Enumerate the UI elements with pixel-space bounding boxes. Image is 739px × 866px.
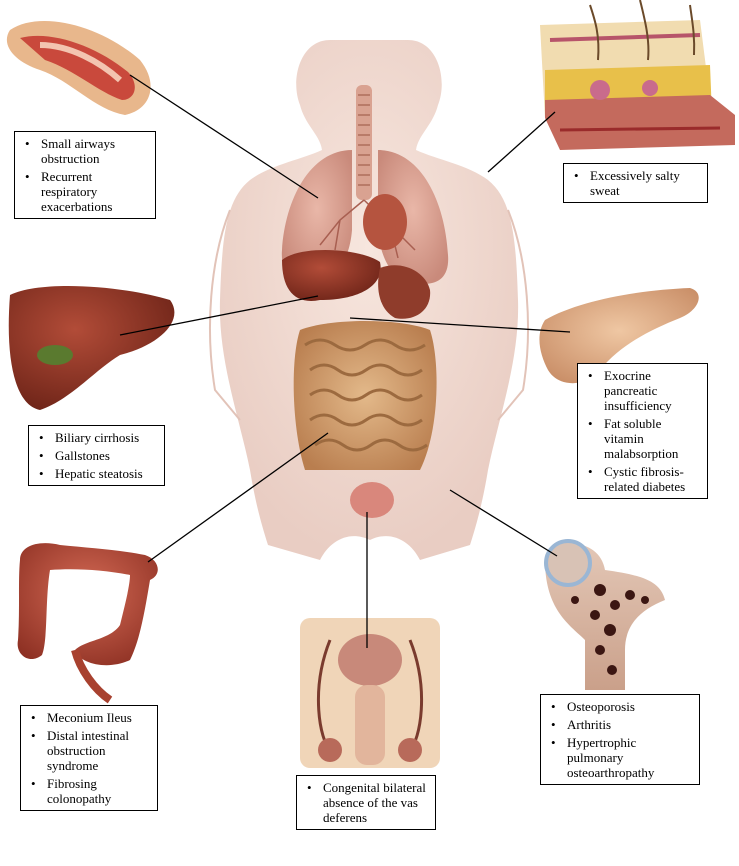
leader-line-bone: [449, 489, 558, 557]
heart: [363, 194, 407, 250]
skin-item: Excessively salty sweat: [570, 168, 701, 198]
intestine-box: Meconium Ileus Distal intestinal obstruc…: [20, 705, 158, 811]
bone-item: Osteoporosis: [547, 699, 693, 714]
leader-line-intestine: [147, 432, 329, 563]
skin-box: Excessively salty sweat: [563, 163, 708, 203]
pancreas-box: Exocrine pancreatic insufficiency Fat so…: [577, 363, 708, 499]
femur-illustration: [544, 539, 665, 690]
lungs: [281, 150, 449, 284]
intestine-item: Fibrosing colonopathy: [27, 776, 151, 806]
colon-illustration: [17, 543, 158, 704]
liver-organ: [282, 250, 381, 301]
body-silhouette: [209, 40, 529, 560]
intestine-item: Meconium Ileus: [27, 710, 151, 725]
leader-line-liver: [119, 295, 319, 336]
leader-line-pancreas: [349, 317, 571, 333]
lungs-box: Small airways obstruction Recurrent resp…: [14, 131, 156, 219]
pelvic-organ: [350, 482, 394, 518]
liver-illustration: [8, 285, 175, 410]
skin-illustration: [540, 0, 735, 150]
gallbladder: [37, 345, 73, 365]
bone-box: Osteoporosis Arthritis Hypertrophic pulm…: [540, 694, 700, 785]
intestines: [293, 321, 437, 470]
lungs-item: Recurrent respiratory exacerbations: [21, 169, 149, 214]
pancreas-item: Fat soluble vitamin malabsorption: [584, 416, 701, 461]
liver-item: Biliary cirrhosis: [35, 430, 158, 445]
bone-item: Arthritis: [547, 717, 693, 732]
liver-box: Biliary cirrhosis Gallstones Hepatic ste…: [28, 425, 165, 486]
bone-item: Hypertrophic pulmonary osteoarthropathy: [547, 735, 693, 780]
stomach: [378, 265, 431, 319]
leader-line-lungs: [129, 74, 319, 199]
liver-item: Hepatic steatosis: [35, 466, 158, 481]
leader-lines: [119, 74, 571, 648]
reproductive-box: Congenital bilateral absence of the vas …: [296, 775, 436, 830]
liver-item: Gallstones: [35, 448, 158, 463]
reproductive-item: Congenital bilateral absence of the vas …: [303, 780, 429, 825]
lungs-item: Small airways obstruction: [21, 136, 149, 166]
pancreas-illustration: [539, 288, 699, 384]
airway-illustration: [6, 21, 151, 115]
intestine-item: Distal intestinal obstruction syndrome: [27, 728, 151, 773]
pancreas-item: Cystic fibrosis-related diabetes: [584, 464, 701, 494]
trachea: [356, 85, 372, 200]
pancreas-item: Exocrine pancreatic insufficiency: [584, 368, 701, 413]
reproductive-illustration: [300, 618, 440, 768]
leader-line-skin: [487, 111, 556, 173]
